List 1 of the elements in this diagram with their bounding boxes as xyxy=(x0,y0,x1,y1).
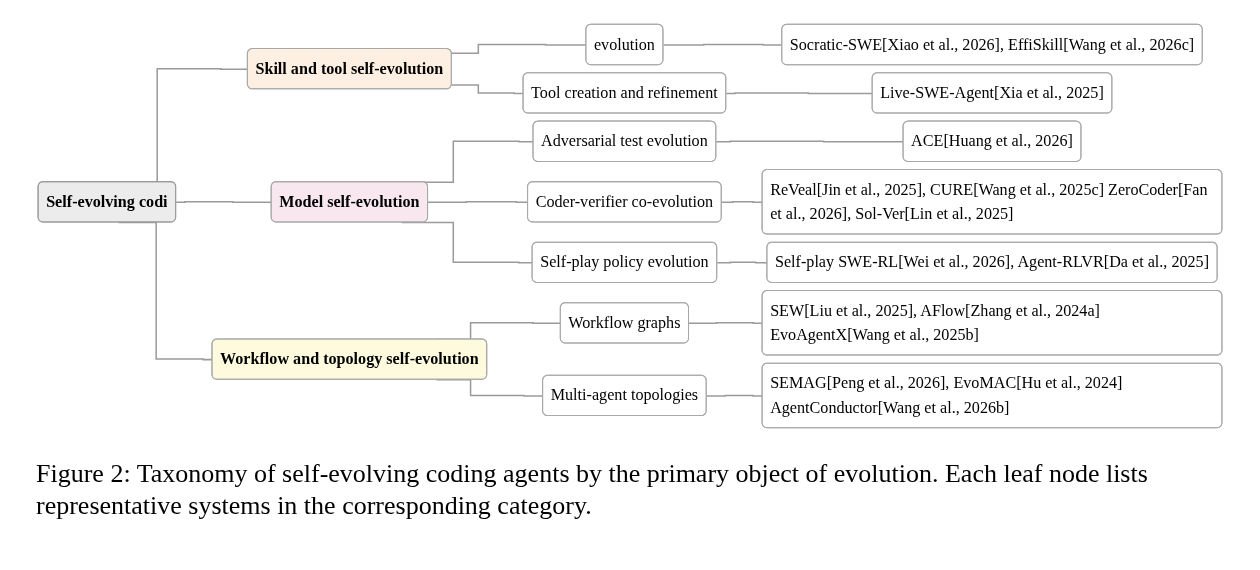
caption: Figure 2: Taxonomy of self-evolving coding agents by the primary object of evolution. Each leaf node lists representative systems in the corresponding category. xyxy=(36,458,1149,522)
